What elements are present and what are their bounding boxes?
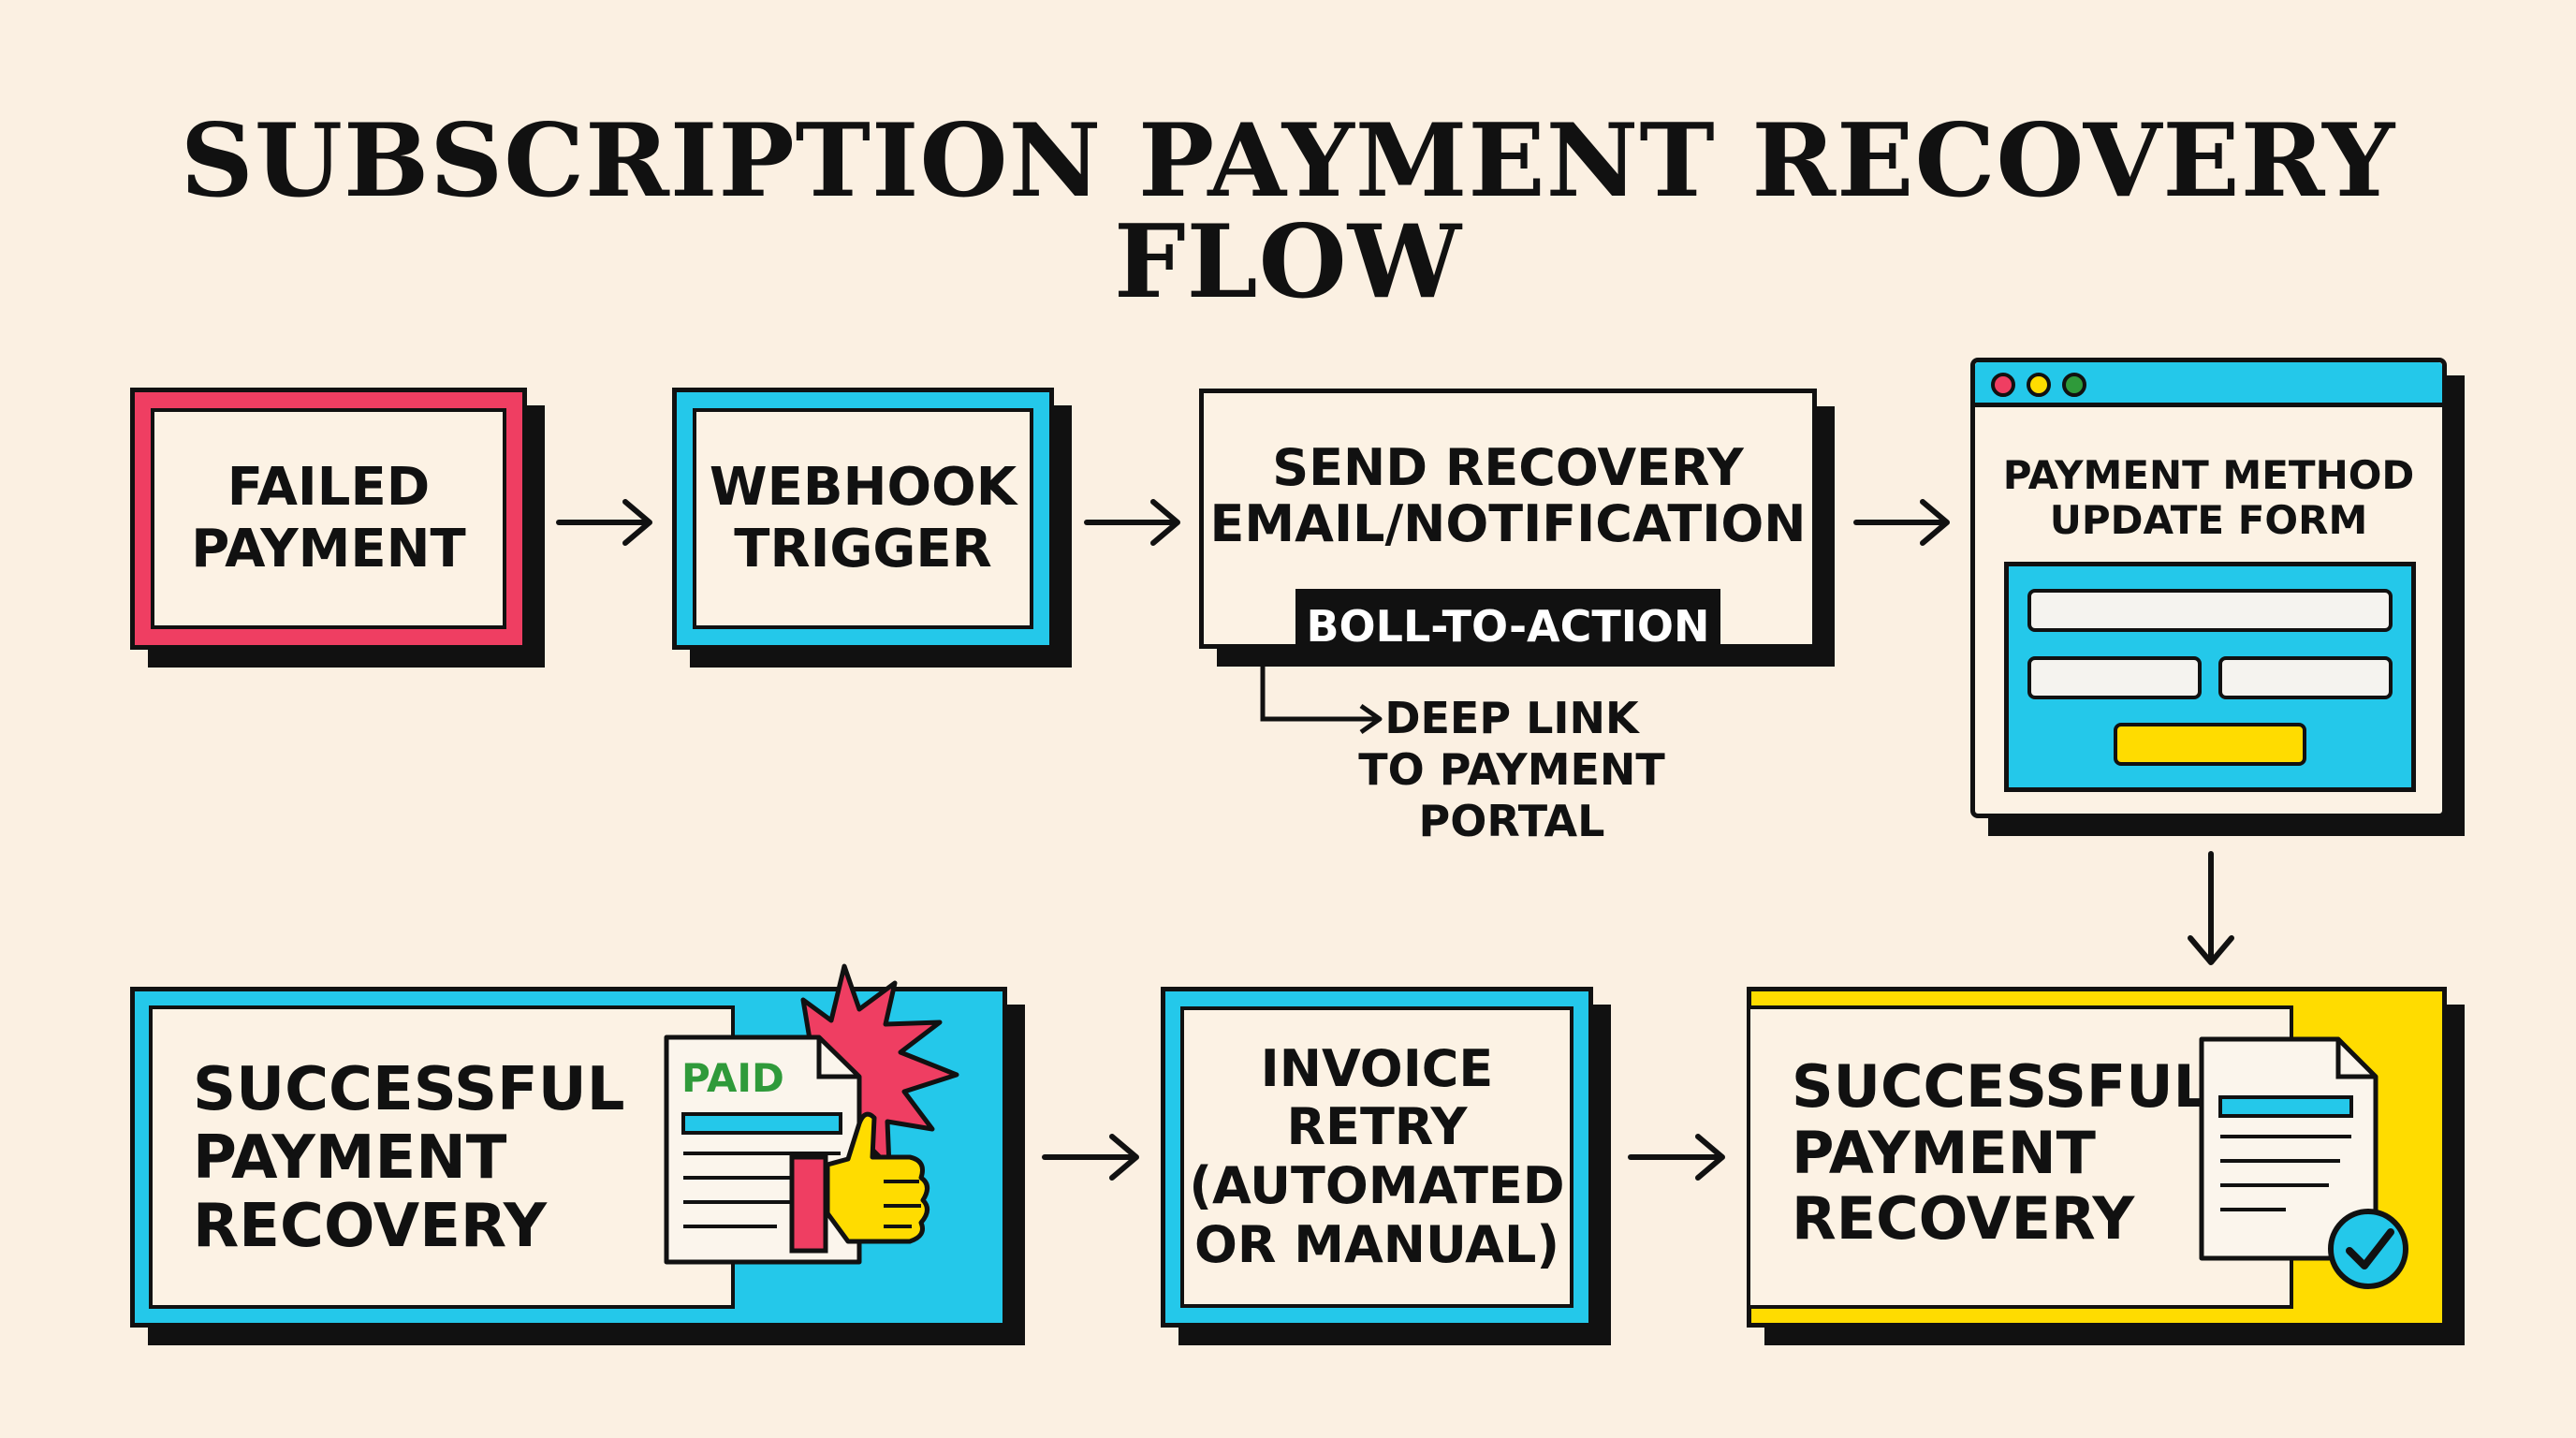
recovery-left-label: SUCCESSFUL PAYMENT RECOVERY <box>193 1055 625 1261</box>
window-minimize-icon[interactable] <box>2027 373 2051 397</box>
recovery-right-label: SUCCESSFUL PAYMENT RECOVERY <box>1792 1052 2211 1254</box>
recovery-left-panel <box>149 1005 735 1309</box>
window-titlebar <box>1975 362 2442 407</box>
webhook-trigger-label: WEBHOOK TRIGGER <box>693 408 1033 629</box>
expiry-input[interactable] <box>2027 656 2202 699</box>
submit-button[interactable] <box>2114 723 2306 766</box>
invoice-retry-label: INVOICE RETRY (AUTOMATED OR MANUAL) <box>1180 1006 1573 1308</box>
call-to-action-button[interactable]: BOLL-TO-ACTION <box>1295 589 1720 664</box>
paid-stamp: PAID <box>681 1055 784 1101</box>
cvc-input[interactable] <box>2218 656 2393 699</box>
window-maximize-icon[interactable] <box>2062 373 2086 397</box>
payment-form-label: PAYMENT METHOD UPDATE FORM <box>2002 452 2415 544</box>
deep-link-label: DEEP LINK TO PAYMENT PORTAL <box>1358 693 1665 847</box>
send-recovery-label: SEND RECOVERY EMAIL/NOTIFICATION <box>1209 438 1807 554</box>
card-number-input[interactable] <box>2027 589 2393 632</box>
failed-payment-label: FAILED PAYMENT <box>151 408 506 629</box>
window-close-icon[interactable] <box>1991 373 2015 397</box>
page-title: SUBSCRIPTION PAYMENT RECOVERY FLOW <box>180 102 2396 321</box>
